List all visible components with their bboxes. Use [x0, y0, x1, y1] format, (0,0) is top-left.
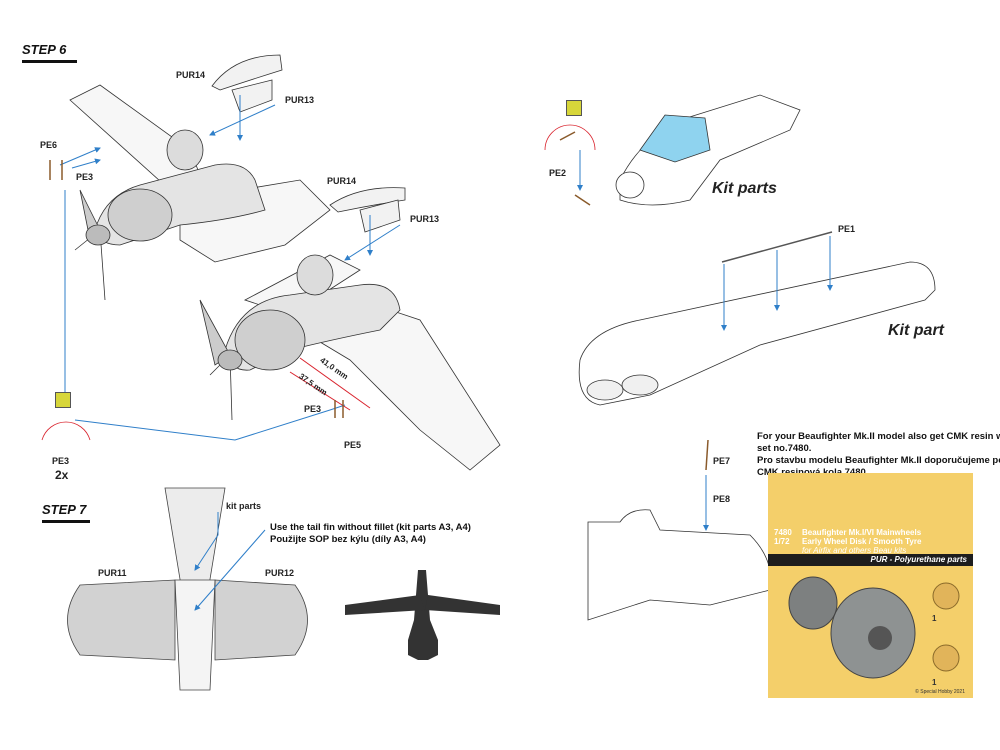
leader-pe3-bottom — [74, 404, 346, 441]
wheel-small — [788, 576, 838, 630]
dimension-41mm — [299, 357, 371, 409]
part-number-b: 1 — [932, 678, 937, 687]
product-title-2: Early Wheel Disk / Smooth Tyre — [802, 537, 922, 546]
wheel-disk-a — [932, 582, 960, 610]
promo-line-3: Pro stavbu modelu Beaufighter Mk.II dopo… — [757, 455, 1000, 466]
rear-fuselage — [587, 509, 772, 621]
promo-line-2: set no.7480. — [757, 443, 812, 454]
product-scale: 1/72 — [774, 537, 790, 546]
product-code: 7480 — [774, 528, 792, 537]
product-wheels — [788, 576, 960, 679]
step7-note-cz: Použijte SOP bez kýlu (díly A3, A4) — [270, 534, 426, 545]
aircraft-upper — [69, 84, 331, 301]
label-quantity: 2x — [55, 468, 69, 482]
label-pe2: PE2 — [549, 168, 567, 178]
leader-kit-parts — [194, 512, 219, 571]
label-pur13-lower: PUR13 — [410, 214, 440, 224]
label-pe5: PE5 — [344, 440, 362, 450]
nose-cone — [615, 171, 645, 199]
label-pe3-template: PE3 — [52, 456, 70, 466]
product-strip: PUR - Polyurethane parts — [768, 554, 973, 566]
step6-underline — [22, 60, 77, 63]
tail-stabilizer-left — [67, 579, 176, 661]
pe1-strip — [721, 231, 833, 263]
nose-section — [615, 94, 801, 206]
wheel-large-hub — [868, 626, 892, 650]
pe2-part-a — [559, 131, 576, 141]
product-copyright: © Special Hobby 2021 — [915, 689, 965, 695]
bend-warning-icon-left — [55, 392, 71, 408]
leader-pur13-lower — [344, 224, 401, 261]
product-box: 7480 1/72 Beaufighter Mk.I/VI Mainwheels… — [768, 473, 973, 698]
product-subtitle: for Airfix and others Beau kits — [802, 546, 907, 555]
lower-wheel — [296, 254, 334, 296]
pe7-part — [705, 439, 709, 471]
label-pe6: PE6 — [40, 140, 58, 150]
label-pur13-upper: PUR13 — [285, 95, 315, 105]
exhaust-a — [586, 379, 624, 401]
step7-heading: STEP 7 — [42, 502, 90, 523]
leader-pe6 — [59, 147, 101, 166]
step6-title: STEP 6 — [22, 42, 67, 57]
pur14-part-lower — [329, 187, 406, 213]
label-pur12: PUR12 — [265, 568, 295, 578]
bend-warning-icon-right — [566, 100, 582, 116]
upper-spinner — [85, 224, 111, 246]
leader-pur13-upper — [209, 104, 276, 136]
pe2-part-b — [574, 194, 591, 206]
tail-fuselage — [174, 579, 216, 691]
label-pur14-lower: PUR14 — [327, 176, 357, 186]
tail-stabilizer-right — [214, 579, 308, 661]
leader-pe3-upper — [71, 158, 101, 169]
label-pe3-upper: PE3 — [76, 172, 94, 182]
promo-line-4: CMK resinová kola 7480 — [757, 467, 1000, 479]
lower-engine — [234, 309, 306, 371]
step7-note: Use the tail fin without fillet (kit par… — [270, 522, 471, 546]
leader-tail-fin-note — [194, 529, 266, 611]
step6-heading: STEP 6 — [22, 42, 77, 63]
step7-note-en: Use the tail fin without fillet (kit par… — [270, 522, 471, 533]
label-kit-parts-small: kit parts — [226, 501, 262, 511]
leader-pe3-long — [64, 190, 69, 403]
dimension-37mm — [289, 371, 351, 411]
part-number-a: 1 — [932, 614, 937, 623]
step7-title: STEP 7 — [42, 502, 87, 517]
tailplane — [67, 487, 308, 691]
wheel-disk-b — [932, 644, 960, 672]
exhaust-b — [621, 374, 659, 396]
fuselage-side — [578, 261, 936, 406]
pe3-bend-template — [41, 124, 596, 441]
label-pe3-mid: PE3 — [304, 404, 322, 414]
upper-wheel — [166, 129, 204, 171]
label-pur14-upper: PUR14 — [176, 70, 206, 80]
pur13-part-upper — [231, 79, 273, 113]
label-kit-part: Kit part — [888, 322, 944, 339]
label-pe1: PE1 — [838, 224, 856, 234]
label-pe8: PE8 — [713, 494, 731, 504]
nose-canopy — [639, 114, 711, 163]
lower-spinner — [217, 349, 243, 371]
pur14-part-upper — [211, 54, 283, 91]
product-strip-text: PUR - Polyurethane parts — [870, 555, 967, 564]
upper-engine — [107, 188, 173, 242]
label-kit-parts: Kit parts — [712, 180, 777, 197]
label-pur11: PUR11 — [98, 568, 127, 578]
label-pe7: PE7 — [713, 456, 731, 466]
promo-line-1: For your Beaufighter Mk.II model also ge… — [757, 431, 1000, 442]
promo-note: For your Beaufighter Mk.II model also ge… — [757, 431, 1000, 479]
tail-silhouette — [345, 570, 500, 660]
step7-underline — [42, 520, 90, 523]
product-title-1: Beaufighter Mk.I/VI Mainwheels — [802, 528, 922, 537]
aircraft-lower — [199, 254, 501, 471]
